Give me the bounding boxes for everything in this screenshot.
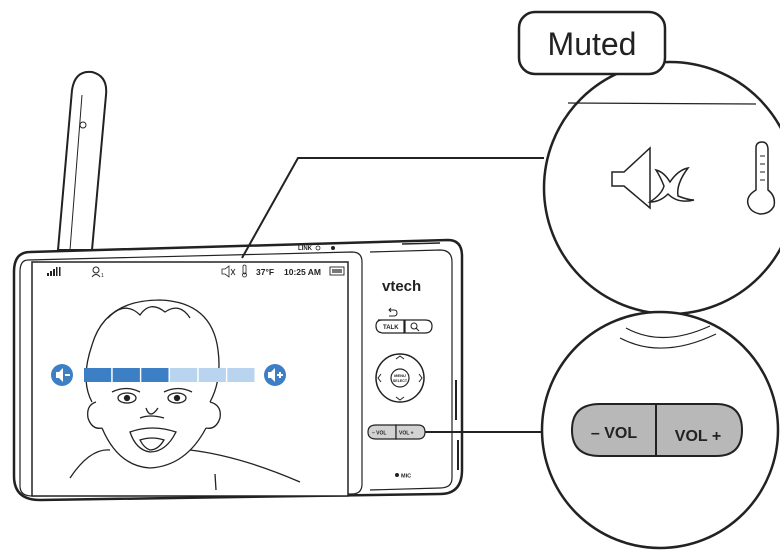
mic-indicator: MIC bbox=[395, 473, 411, 480]
volume-segment bbox=[112, 368, 140, 382]
vol-plus-label: VOL + bbox=[399, 431, 414, 437]
speaker-mute-icon-zoomed bbox=[611, 146, 695, 210]
volume-segment bbox=[198, 368, 226, 382]
link-indicator-label: LINK bbox=[298, 246, 313, 252]
control-panel: vtech TALK MENU SELECT bbox=[367, 278, 433, 480]
volume-segment bbox=[227, 368, 255, 382]
zoom-button[interactable] bbox=[404, 319, 433, 334]
volume-level-bar bbox=[84, 368, 255, 382]
temperature-readout: 37°F bbox=[256, 267, 274, 277]
antenna bbox=[56, 70, 108, 251]
zoom-icon bbox=[410, 322, 420, 332]
vol-minus-label-zoomed: – VOL bbox=[591, 425, 637, 442]
vol-plus-button-zoomed[interactable]: VOL + bbox=[655, 403, 744, 457]
volume-segment bbox=[84, 368, 112, 382]
vol-minus-label: – VOL bbox=[372, 431, 386, 437]
camera-icon: 1 bbox=[91, 266, 104, 279]
talk-button-label: TALK bbox=[383, 325, 399, 331]
muted-text: Muted bbox=[548, 26, 637, 62]
volume-segment bbox=[141, 368, 169, 382]
thermometer-icon-zoomed bbox=[746, 141, 776, 215]
talk-button[interactable]: TALK bbox=[375, 319, 405, 334]
status-zoom-callout bbox=[542, 60, 780, 316]
muted-callout-label: Muted bbox=[517, 10, 667, 76]
vol-plus-button[interactable]: VOL + bbox=[395, 424, 426, 440]
svg-text:1: 1 bbox=[101, 273, 104, 279]
back-arrow-icon bbox=[388, 307, 398, 317]
vol-plus-label-zoomed: VOL + bbox=[675, 428, 721, 445]
baby-image bbox=[69, 299, 301, 491]
volume-segment bbox=[170, 368, 198, 382]
speaker-mute-icon bbox=[221, 265, 236, 278]
vol-minus-button-zoomed[interactable]: – VOL bbox=[570, 403, 657, 457]
vol-minus-button[interactable]: – VOL bbox=[367, 424, 397, 440]
mic-label: MIC bbox=[401, 474, 411, 480]
volume-down-icon[interactable] bbox=[51, 364, 73, 386]
leader-lines bbox=[241, 157, 545, 433]
menu-select-button[interactable]: MENU SELECT bbox=[390, 368, 410, 388]
volume-overlay bbox=[51, 364, 286, 386]
battery-icon bbox=[329, 266, 345, 276]
clock-readout: 10:25 AM bbox=[284, 267, 321, 277]
select-label: SELECT bbox=[393, 379, 408, 383]
top-indicators: LINK bbox=[298, 245, 335, 252]
volume-buttons-zoom-callout: – VOL VOL + bbox=[540, 310, 780, 550]
volume-up-icon[interactable] bbox=[264, 364, 286, 386]
menu-label: MENU bbox=[394, 373, 406, 378]
status-bar: 1 37°F 10:25 AM bbox=[47, 264, 345, 279]
signal-icon bbox=[47, 267, 61, 276]
brand-logo: vtech bbox=[382, 278, 421, 295]
thermometer-icon bbox=[242, 264, 247, 278]
